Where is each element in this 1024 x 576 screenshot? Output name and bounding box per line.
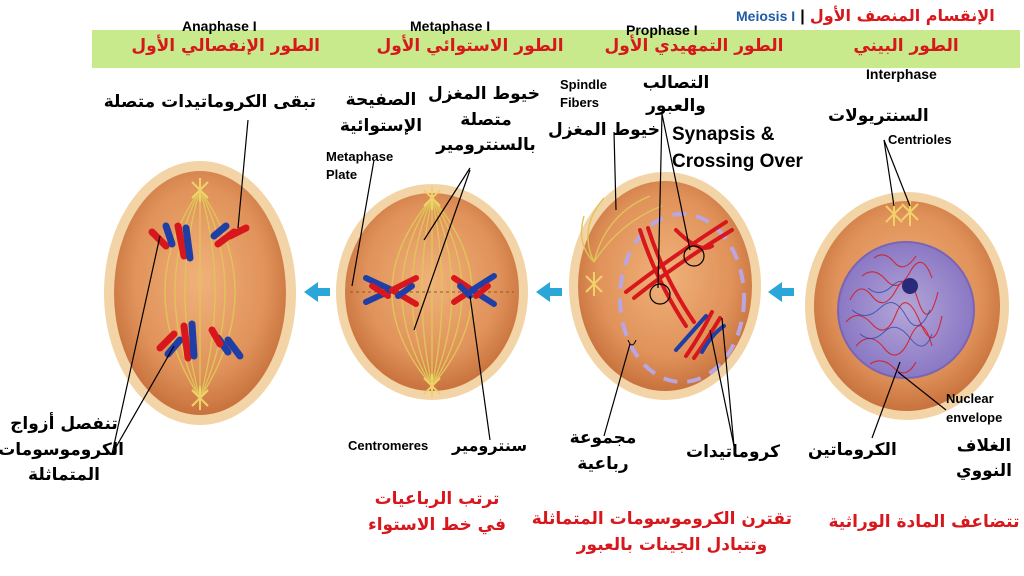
anaphase-centriole-bottom — [191, 386, 209, 410]
chromatin-label: الكروماتين — [808, 440, 897, 460]
metaphase-plate-en-line-2: Plate — [326, 167, 358, 183]
synapsis-en-label: Synapsis & Crossing Over — [672, 122, 803, 175]
nuclear-envelope-en-label: Nuclear envelope — [946, 390, 1002, 428]
spindle-fibers-en-label: Spindle Fibers — [560, 76, 607, 112]
stage-prophase-ar: الطور التمهيدي الأول — [604, 36, 784, 56]
prophase-caption: تقترن الكروموسومات المتماثلة وتتبادل الج… — [531, 506, 792, 559]
spindle-attached-label: خيوط المغزل متصلة بالسنترومير — [428, 82, 540, 159]
metaphase-caption-line-2: في خط الاستواء — [368, 515, 506, 536]
tetrad-line-2: رباعية — [577, 453, 629, 474]
nuclear-envelope-ar-line-1: الغلاف — [956, 436, 1012, 456]
metaphase-chromosomes — [363, 273, 497, 307]
metaphase-plate-ar-line-2: الإستوائية — [339, 115, 423, 136]
prophase-caption-line-2: وتتبادل الجينات بالعبور — [576, 535, 768, 556]
nuclear-envelope-ar-line-2: النووي — [956, 460, 1012, 481]
stage-metaphase-en: Metaphase I — [410, 18, 491, 34]
anaphase-spindle — [164, 189, 236, 399]
homologs-separate-line-1: تنفصل أزواج — [10, 414, 118, 434]
prophase-cell — [569, 172, 761, 400]
centrioles-en-label: Centrioles — [888, 132, 952, 147]
spindle-fibers-en-line-2: Fibers — [560, 95, 600, 111]
prophase-centriole — [585, 272, 603, 296]
arrow-1 — [304, 282, 330, 302]
prophase-chiasma-2 — [683, 245, 705, 267]
metaphase-plate-en-label: Metaphase Plate — [326, 148, 393, 184]
synapsis-ar-line-2: والعبور — [646, 95, 706, 116]
stage-interphase-ar: الطور البيني — [853, 36, 959, 56]
metaphase-centriole-top — [423, 186, 441, 210]
nuclear-envelope-ar-label: الغلاف النووي — [952, 434, 1016, 483]
anaphase-centriole-top — [191, 178, 209, 202]
tetrad-line-1: مجموعة — [569, 428, 637, 448]
metaphase-caption: ترتب الرباعيات في خط الاستواء — [362, 486, 512, 539]
stage-prophase-en: Prophase I — [626, 22, 698, 38]
chromatids-label: كروماتيدات — [686, 442, 780, 462]
nuclear-envelope-en-line-1: Nuclear — [946, 391, 994, 406]
spindle-attached-line-3: بالسنترومير — [436, 135, 536, 155]
metaphase-centriole-bottom — [423, 374, 441, 398]
interphase-caption: تتضاعف المادة الوراثية — [828, 512, 1020, 532]
homologs-separate-label: تنفصل أزواج الكروموسومات المتماثلة — [0, 412, 124, 489]
title-separator: | — [800, 8, 805, 25]
tetrad-label: مجموعة رباعية — [556, 426, 650, 477]
spindle-fibers-en-line-1: Spindle — [560, 77, 607, 92]
spindle-fibers-ar-label: خيوط المغزل — [548, 120, 660, 140]
metaphase-plate-en-line-1: Metaphase — [326, 149, 394, 164]
centromeres-en-label: Centromeres — [348, 438, 429, 453]
metaphase-caption-line-1: ترتب الرباعيات — [374, 489, 500, 509]
interphase-cell — [805, 192, 1009, 420]
metaphase-cell — [336, 184, 528, 400]
anaphase-chromatids-label: تبقى الكروماتيدات متصلة — [103, 92, 316, 112]
title-en: Meiosis I — [736, 8, 796, 24]
title-ar: الإنقسام المنصف الأول — [809, 6, 995, 25]
homologs-separate-line-2: الكروموسومات — [0, 439, 124, 460]
stage-metaphase-ar: الطور الاستوائي الأول — [376, 36, 564, 56]
prophase-tetrad-bracket — [627, 339, 637, 346]
spindle-attached-line-2: متصلة — [460, 109, 512, 130]
synapsis-en-line-1: Synapsis & — [672, 124, 775, 145]
synapsis-ar-label: التصالب والعبور — [626, 72, 726, 118]
interphase-nucleolus — [902, 278, 918, 294]
prophase-spindle — [580, 195, 663, 263]
spindle-attached-line-1: خيوط المغزل — [428, 84, 540, 104]
synapsis-en-line-2: Crossing Over — [672, 150, 803, 172]
stage-anaphase-ar: الطور الإنفصالي الأول — [131, 36, 320, 56]
interphase-nucleus — [837, 241, 975, 379]
synapsis-ar-line-1: التصالب — [642, 73, 710, 93]
prophase-caption-line-1: تقترن الكروموسومات المتماثلة — [531, 509, 792, 529]
metaphase-plate-ar-line-1: الصفيحة — [345, 90, 417, 110]
title: Meiosis I | الإنقسام المنصف الأول — [736, 6, 995, 26]
prophase-chiasma-1 — [649, 283, 671, 305]
stage-interphase-en: Interphase — [866, 66, 937, 82]
pointer-lines — [111, 113, 947, 455]
stage-band — [92, 30, 1020, 68]
arrow-3 — [768, 282, 794, 302]
nuclear-envelope-en-line-2: envelope — [946, 409, 1003, 425]
centrioles-ar-label: السنتريولات — [828, 106, 929, 126]
stage-anaphase-en: Anaphase I — [182, 18, 257, 34]
arrow-2 — [536, 282, 562, 302]
metaphase-plate-ar-label: الصفيحة الإستوائية — [326, 88, 436, 139]
interphase-centrioles — [885, 200, 919, 226]
prophase-chromosomes — [624, 220, 734, 360]
homologs-separate-line-3: المتماثلة — [28, 465, 100, 485]
centromeres-ar-label: سنترومير — [452, 436, 528, 455]
anaphase-cell — [104, 161, 296, 425]
